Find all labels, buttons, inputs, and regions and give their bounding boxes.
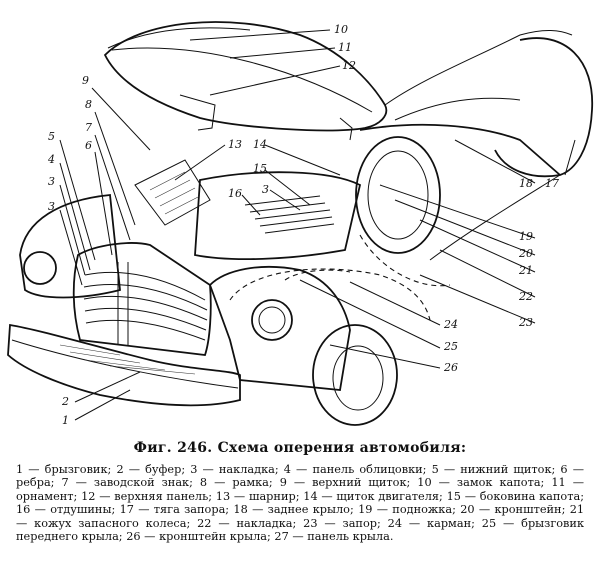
bumper (7, 323, 241, 407)
legend-item: 3 — накладка; (190, 463, 279, 476)
legend-item: 25 — брызговик переднего крыла; (16, 516, 585, 544)
callout-7: 6 (85, 139, 92, 152)
legend-item: 16 — отдушины; (16, 503, 116, 517)
legend-item: 6 — ребра; (16, 463, 584, 490)
legend-item: 27 — панель крыла. (274, 530, 394, 544)
callout-3-right: 3 (262, 183, 269, 196)
splash-guard-hatch (59, 344, 196, 375)
bumper-line (11, 339, 239, 389)
windshield-frame (384, 30, 573, 106)
callout-3-left: 3 (48, 200, 55, 213)
spare-pocket-dashed (359, 234, 451, 287)
headlight-right-rim (258, 306, 286, 334)
hood-ornament (107, 27, 251, 49)
legend-item: 13 — шарнир; (215, 489, 300, 503)
body-side (359, 123, 561, 176)
callout-11: 10 (334, 23, 348, 36)
legend-item: 14 — щиток двигателя; (303, 489, 443, 503)
hood-hinge (179, 94, 216, 131)
radiator-grille (72, 242, 212, 356)
legend-item: 26 — кронштейн крыла; (126, 530, 271, 544)
callout-14: 13 (228, 138, 242, 151)
rear-fender (494, 37, 593, 178)
front-wheel-hub (332, 345, 384, 411)
legend-item: 21 — кожух запасного колеса; (16, 503, 585, 530)
callout-23: 22 (518, 290, 533, 303)
legend-item: 1 — брызговик; (16, 463, 112, 476)
callout-22: 21 (518, 264, 533, 277)
legend-item: 2 — буфер; (116, 463, 186, 476)
callout-20: 19 (519, 230, 533, 243)
running-board (429, 174, 561, 261)
spare-wheel-rim (367, 150, 429, 240)
callout-10: 9 (82, 74, 89, 87)
hood-louvers (244, 195, 335, 234)
callout-5: 4 (47, 153, 55, 166)
hood-rib (111, 47, 373, 113)
hood-side-panel (194, 171, 362, 261)
legend-item: 20 — кронштейн; (460, 503, 566, 517)
car-body-diagram: 10 11 12 9 8 7 6 5 4 3 3 13 14 15 16 3 1… (7, 21, 593, 427)
legend-item: 5 — нижний щиток; (431, 463, 556, 476)
callout-12: 11 (338, 41, 352, 54)
callout-17: 16 (228, 187, 242, 200)
legend-item: 23 — запор; (303, 516, 381, 530)
callout-1: 1 (62, 414, 69, 427)
callout-18: 17 (545, 177, 559, 190)
callout-19: 18 (519, 177, 533, 190)
headlight-left (23, 251, 57, 285)
legend-item: 9 — верхний щиток; (279, 476, 411, 490)
callout-21: 20 (518, 247, 533, 260)
engine-shield-hatch (149, 171, 201, 215)
cowl-line (394, 97, 521, 121)
legend-item: 4 — панель облицовки; (283, 463, 427, 476)
callout-4: 3 (48, 175, 55, 188)
legend-item: 18 — заднее крыло; (233, 503, 354, 517)
legend-item: 19 — подножка; (358, 503, 456, 517)
inner-fender-dashed (229, 268, 431, 321)
callout-2: 2 (61, 395, 69, 408)
spare-wheel-cover (355, 136, 441, 254)
car-drawing: 10 11 12 9 8 7 6 5 4 3 3 13 14 15 16 3 1… (7, 21, 593, 427)
front-fender-left (19, 194, 121, 299)
engine-shield (134, 159, 211, 226)
hinge-right (339, 117, 353, 141)
legend-item: 8 — рамка; (199, 476, 273, 490)
callout-24: 23 (518, 316, 533, 329)
callout-16: 15 (253, 162, 267, 175)
callout-26: 25 (443, 340, 458, 353)
hood-outline (103, 21, 388, 132)
legend-item: 15 — боковина капота; (446, 489, 585, 503)
callout-6: 5 (48, 130, 55, 143)
callout-27: 26 (443, 361, 458, 374)
legend-item: 22 — накладка; (197, 516, 297, 530)
callout-15: 14 (253, 138, 267, 151)
callout-25: 24 (443, 318, 458, 331)
figure-caption: Фиг. 246. Схема оперения автомобиля: (133, 440, 467, 456)
legend-item: 12 — верхняя панель; (81, 489, 213, 503)
legend-item: 24 — карман; (387, 516, 475, 530)
grille-ribs (83, 262, 208, 346)
legend-item: 7 — заводской знак; (61, 476, 193, 490)
front-fender-right (208, 265, 351, 391)
callout-8: 7 (85, 121, 92, 134)
legend-item: 17 — тяга запора; (119, 503, 230, 517)
callout-13: 12 (342, 59, 356, 72)
parts-legend: 1 — брызговик; 2 — буфер; 3 — накладка; … (16, 463, 584, 543)
leader-lines (59, 29, 576, 421)
callout-9: 8 (85, 98, 92, 111)
headlight-right (251, 299, 293, 341)
legend-item: 10 — замок капота; (417, 476, 545, 490)
legend-item: 11 — орнамент; (16, 476, 585, 503)
front-wheel (312, 324, 398, 426)
